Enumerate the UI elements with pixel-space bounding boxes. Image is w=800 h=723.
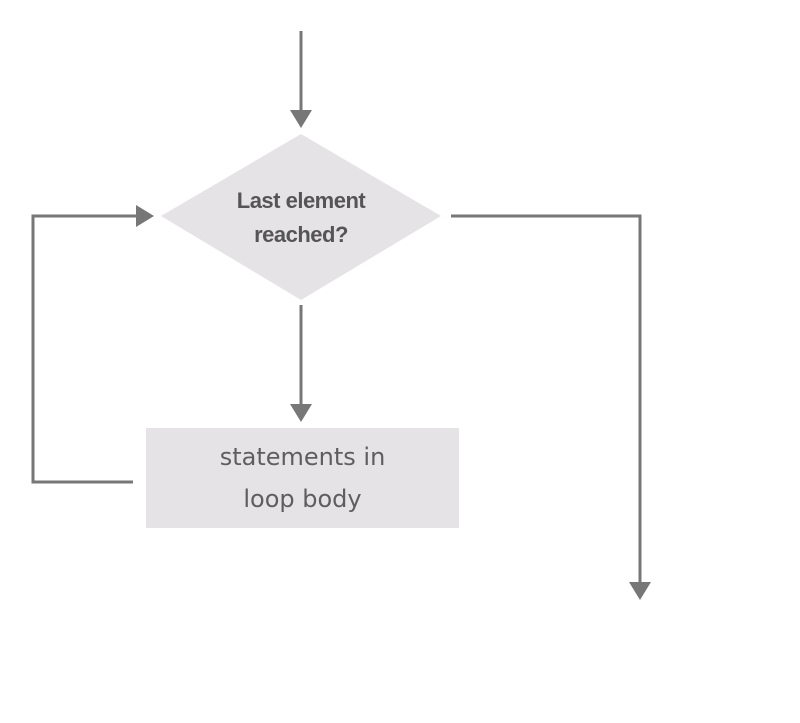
exit-arrowhead xyxy=(629,582,651,600)
decision-diamond xyxy=(161,134,441,300)
process-label: statements in loop body xyxy=(219,443,386,513)
decision-to-process-arrowhead xyxy=(290,404,312,422)
loop-back-arrowhead xyxy=(136,205,154,227)
decision-label-container: Last element reached? xyxy=(201,180,401,256)
process-box xyxy=(146,428,459,528)
process-label-container: statements in loop body xyxy=(146,428,459,528)
decision-label: Last element reached? xyxy=(236,188,366,247)
loop-back-arrow xyxy=(31,214,140,484)
entry-arrowhead xyxy=(290,110,312,128)
exit-arrow xyxy=(451,214,642,585)
